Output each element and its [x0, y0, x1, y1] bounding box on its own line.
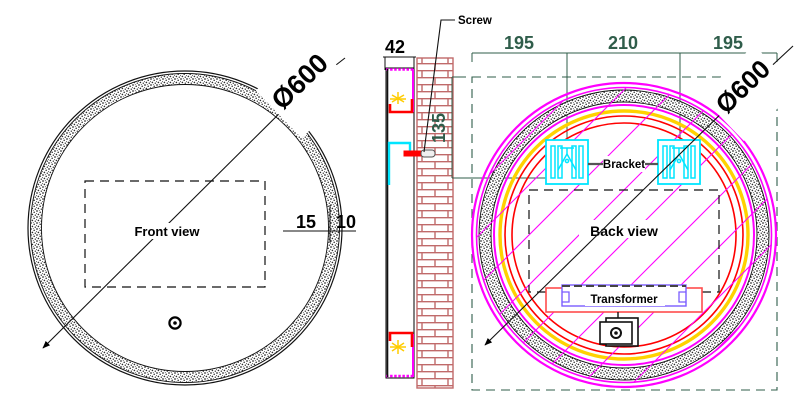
connector-port-center — [614, 331, 618, 335]
back-side-dim-135: 135 — [429, 113, 449, 143]
transformer-label: Transformer — [590, 294, 658, 306]
front-view-label: Front view — [134, 224, 200, 239]
front-ring-outline-inner — [41, 84, 329, 372]
side-bracket-profile — [387, 141, 412, 185]
front-view-group: Front view Ø600 15 10 — [27, 37, 357, 386]
screw-label: Screw — [458, 15, 492, 27]
screw-anchor — [420, 149, 436, 158]
front-edge-dim-10: 10 — [336, 212, 356, 232]
bracket-label: Bracket — [603, 159, 645, 171]
side-mirror-body — [385, 67, 415, 379]
touch-sensor-icon — [168, 316, 182, 330]
bracket-right — [657, 139, 701, 185]
back-view-group: 195 210 195 135 — [429, 33, 798, 391]
back-dim-195-right: 195 — [713, 33, 743, 53]
side-led-channel-top — [388, 99, 414, 114]
back-outer-magenta-ring — [470, 81, 778, 389]
front-diameter-label-backdrop — [255, 37, 357, 139]
back-outer-magenta-ring-2 — [475, 86, 773, 384]
front-diameter-leader — [42, 92, 301, 349]
side-led-glow-bottom — [390, 340, 406, 354]
back-view-label: Back view — [590, 223, 658, 239]
back-dim-210: 210 — [608, 33, 638, 53]
back-diameter-leader — [484, 99, 736, 346]
screw-shank — [403, 150, 423, 157]
back-outer-dashed-box — [471, 76, 778, 391]
side-led-channel-bottom — [388, 331, 414, 347]
front-ring-outline-outer — [30, 73, 340, 383]
back-dim-195-left: 195 — [504, 33, 534, 53]
side-led-glow-top — [390, 92, 406, 104]
side-section-view-group: 42 — [383, 15, 492, 389]
side-wall — [416, 57, 454, 389]
front-edge-dim-15: 15 — [296, 212, 316, 232]
front-view-label-backdrop — [126, 223, 208, 239]
side-thickness-label: 42 — [385, 37, 405, 57]
back-diameter-label-backdrop — [700, 44, 798, 142]
back-view-dashed-rect — [528, 189, 720, 293]
front-edge-ring — [30, 73, 340, 383]
screw-leader — [423, 19, 455, 153]
bracket-left — [545, 139, 589, 185]
